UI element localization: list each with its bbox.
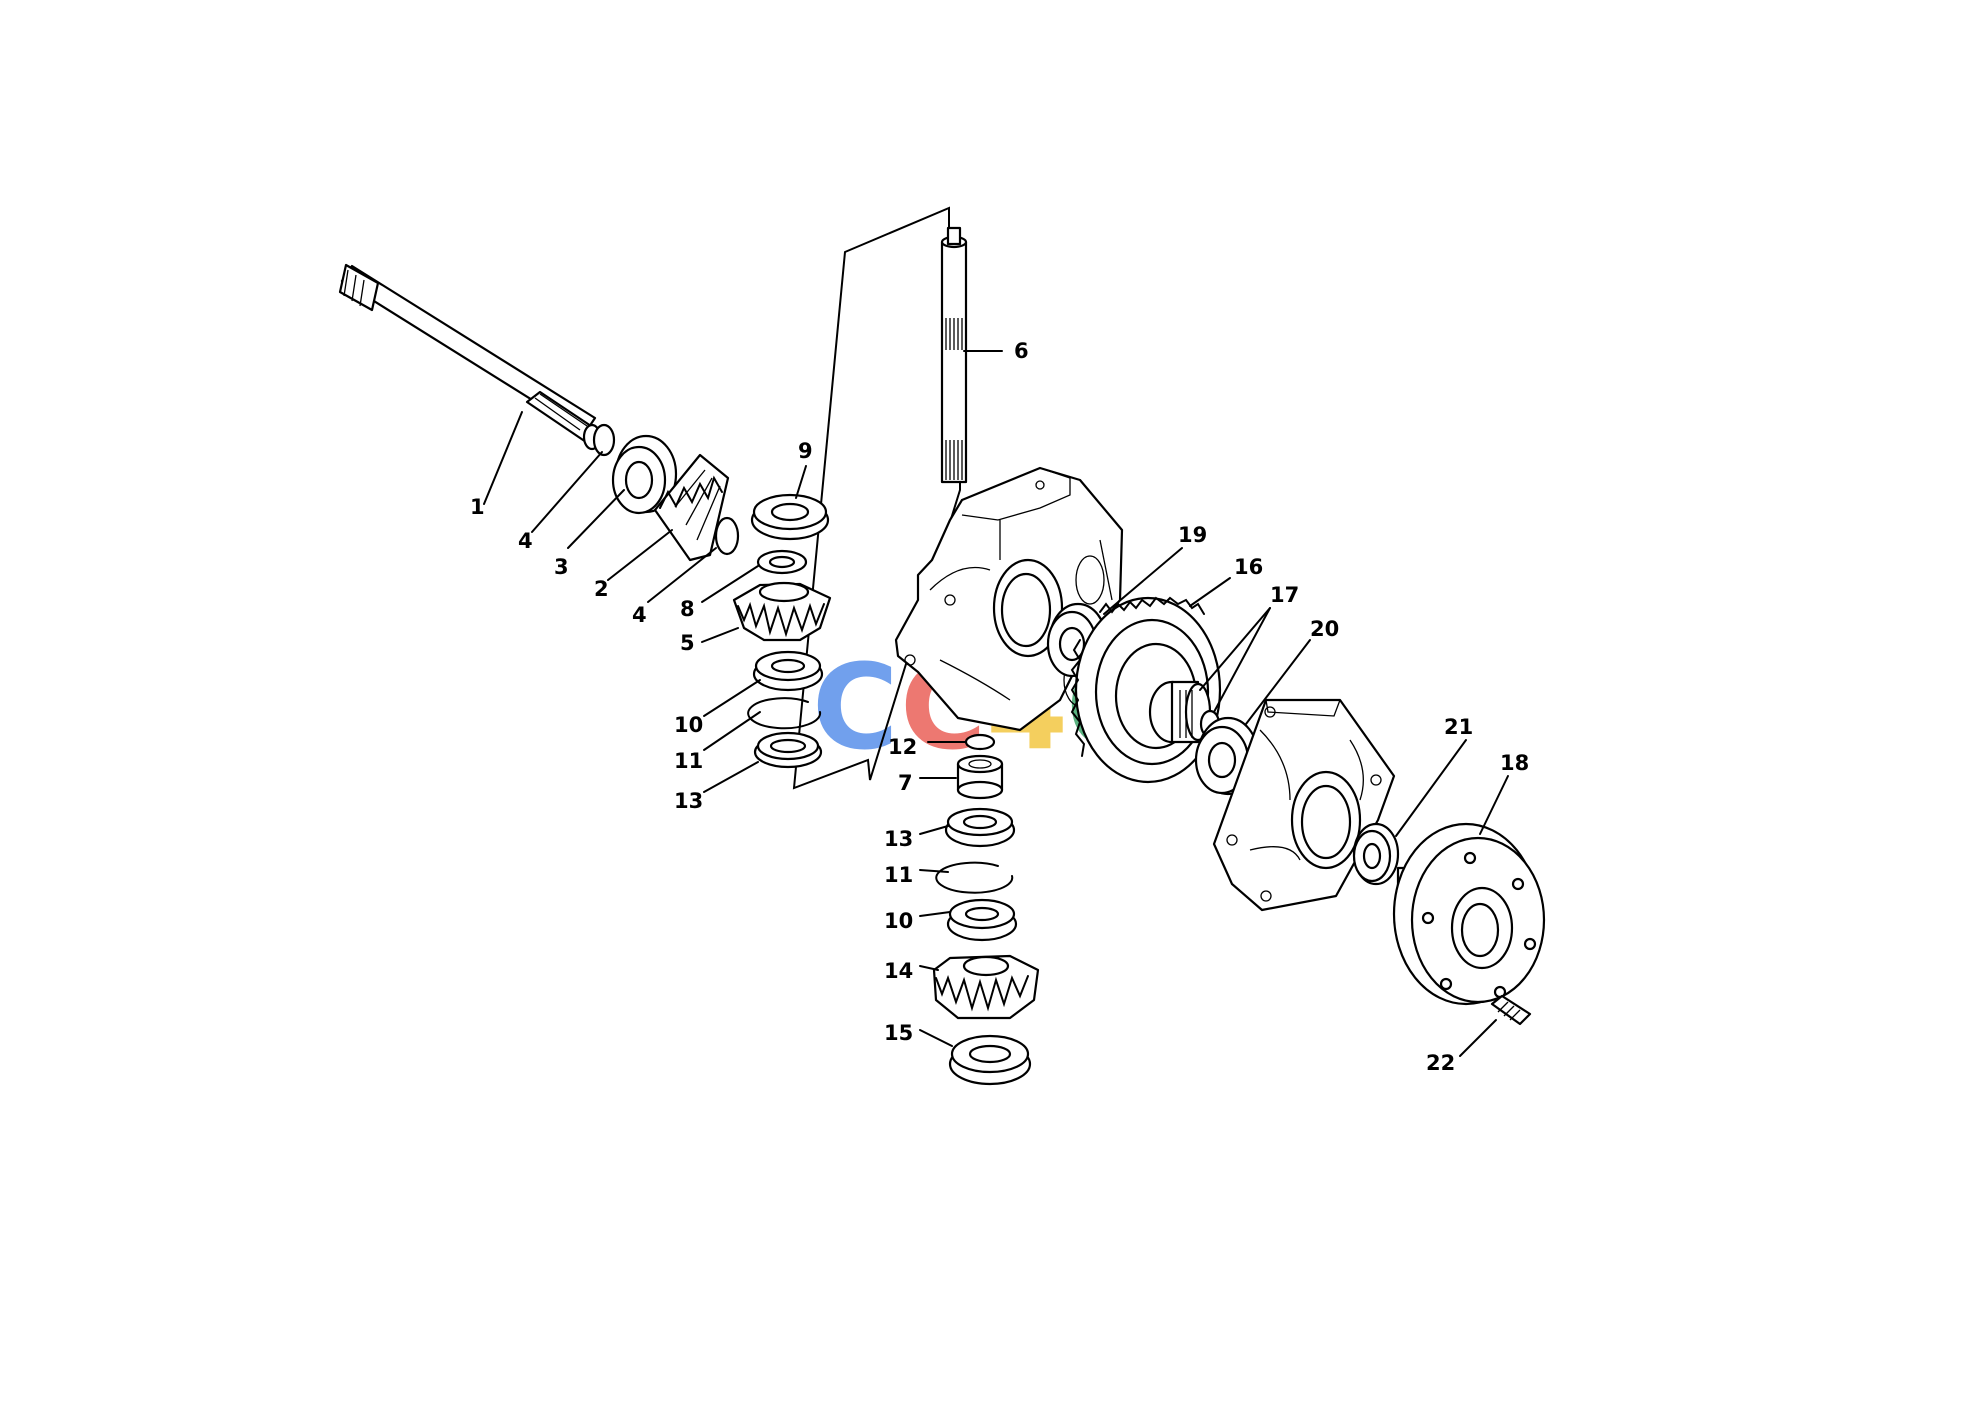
callout-6: 6 <box>1014 339 1029 363</box>
callout-11-center: 11 <box>884 863 913 887</box>
leader-lines <box>483 350 1509 1057</box>
part-22-stud-bolt <box>1490 994 1532 1026</box>
callout-13-left: 13 <box>674 789 703 813</box>
part-10-bearing-center <box>946 898 1018 942</box>
callout-13-center: 13 <box>884 827 913 851</box>
callout-1: 1 <box>470 495 485 519</box>
part-17-hub <box>1148 680 1212 744</box>
part-11-snap-ring-left <box>747 697 822 730</box>
part-7-sleeve <box>956 754 1004 800</box>
part-6-vertical-shaft <box>940 226 968 484</box>
callout-15: 15 <box>884 1021 913 1045</box>
part-4-snap-ring-lower <box>714 516 740 556</box>
callout-10-center: 10 <box>884 909 913 933</box>
callout-9: 9 <box>798 439 813 463</box>
callout-2: 2 <box>594 577 609 601</box>
callout-14: 14 <box>884 959 913 983</box>
part-3-bearing <box>611 434 678 515</box>
part-13-seal-left <box>753 731 823 769</box>
part-15-bearing <box>948 1034 1032 1086</box>
part-13-seal-center <box>944 807 1016 848</box>
part-10-bearing-left <box>752 650 824 692</box>
watermark-letter-1: C <box>812 638 899 776</box>
callout-11-left: 11 <box>674 749 703 773</box>
callout-17: 17 <box>1270 583 1299 607</box>
callout-20: 20 <box>1310 617 1339 641</box>
callout-21: 21 <box>1444 715 1473 739</box>
callout-19: 19 <box>1178 523 1207 547</box>
callout-8: 8 <box>680 597 695 621</box>
callout-18: 18 <box>1500 751 1529 775</box>
part-12-ring <box>964 733 996 751</box>
callout-7: 7 <box>898 771 913 795</box>
part-8-washer <box>756 549 808 575</box>
callout-4-upper: 4 <box>518 529 533 553</box>
callout-10-left: 10 <box>674 713 703 737</box>
part-19-bearing <box>1046 602 1108 678</box>
callout-5: 5 <box>680 631 695 655</box>
part-1-input-shaft <box>338 263 602 451</box>
callout-3: 3 <box>554 555 569 579</box>
callout-22: 22 <box>1426 1051 1455 1075</box>
callout-4-lower: 4 <box>632 603 647 627</box>
part-4-snap-ring-upper <box>592 423 616 457</box>
axle-housing-cover <box>1212 698 1396 912</box>
part-9-bearing <box>750 493 830 541</box>
callout-12: 12 <box>888 735 917 759</box>
callout-16: 16 <box>1234 555 1263 579</box>
part-11-snap-ring-center <box>935 861 1014 894</box>
part-20-bearing <box>1194 716 1260 796</box>
part-2-pinion-gear <box>653 453 730 562</box>
part-5-bevel-gear <box>732 581 832 642</box>
part-18-axle-flange <box>1392 822 1546 1006</box>
part-14-bevel-gear <box>932 954 1040 1020</box>
callout-labels: 1 4 3 2 4 9 8 5 10 11 13 6 12 7 13 11 10… <box>470 339 1529 1075</box>
part-21-seal <box>1352 822 1400 886</box>
